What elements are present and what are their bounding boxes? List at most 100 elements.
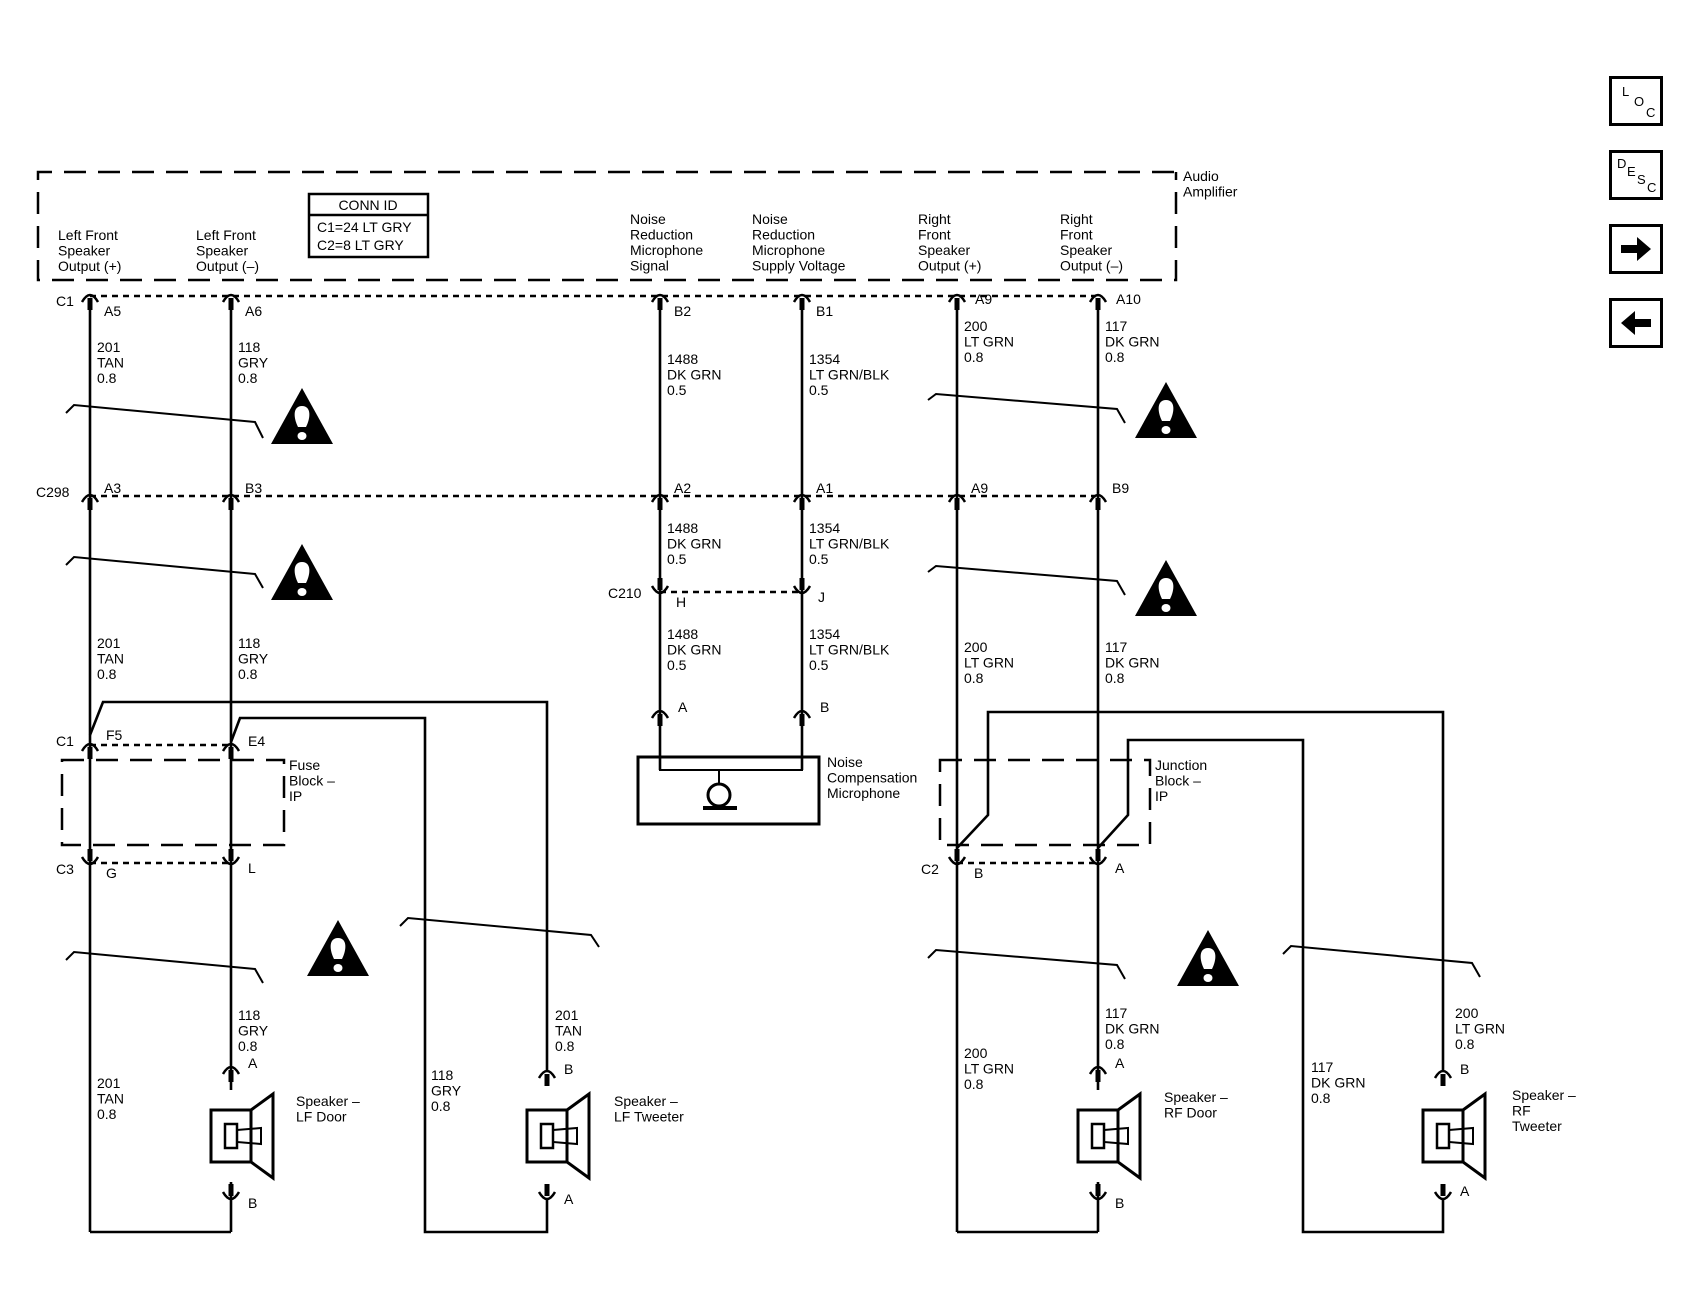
connector-pin bbox=[1095, 498, 1101, 510]
pin-label: L bbox=[248, 860, 256, 876]
pin-label: B bbox=[1115, 1195, 1124, 1211]
connector-pin bbox=[799, 578, 805, 590]
fuse-block-outline bbox=[60, 758, 286, 847]
wire-lf-tweeter-tan bbox=[231, 700, 549, 1070]
desc-button[interactable]: D E S C bbox=[1609, 150, 1663, 200]
pin-label: B bbox=[974, 865, 983, 881]
connector-c2: C2 bbox=[921, 861, 939, 877]
pin-label: A1 bbox=[816, 480, 833, 496]
pin-label: A bbox=[564, 1191, 574, 1207]
pin-label: E4 bbox=[248, 733, 265, 749]
warning-icon bbox=[1177, 930, 1239, 986]
connector-pin bbox=[544, 1184, 550, 1196]
connector-pin bbox=[657, 714, 663, 726]
connector-pin bbox=[87, 298, 93, 310]
loc-button[interactable]: L O C bbox=[1609, 76, 1663, 126]
warning-icon bbox=[271, 544, 333, 600]
pin-label: F5 bbox=[106, 727, 123, 743]
speaker-lf-tweeter-icon bbox=[525, 1092, 591, 1180]
microphone-icon bbox=[706, 782, 732, 808]
loc-letter: L bbox=[1622, 84, 1630, 99]
connector-pin bbox=[1440, 1184, 1446, 1196]
pin-label: J bbox=[818, 589, 825, 605]
connector-pin bbox=[1440, 1074, 1446, 1086]
pin-label: A bbox=[1115, 1055, 1125, 1071]
arrow-left-icon bbox=[1621, 311, 1651, 335]
warning-icon bbox=[1135, 560, 1197, 616]
pin-label: B bbox=[820, 699, 829, 715]
pin-label: B9 bbox=[1112, 480, 1129, 496]
connector-pin bbox=[1095, 849, 1101, 861]
desc-letter: D bbox=[1617, 156, 1627, 171]
harness-break-marks bbox=[65, 392, 1481, 984]
next-page-button[interactable] bbox=[1609, 224, 1663, 274]
connector-pin bbox=[87, 747, 93, 759]
connector-pin bbox=[228, 498, 234, 510]
connector-pin bbox=[87, 498, 93, 510]
connector-c210: C210 bbox=[608, 585, 642, 601]
prev-page-button[interactable] bbox=[1609, 298, 1663, 348]
connector-pin bbox=[799, 498, 805, 510]
pin-label: H bbox=[676, 594, 686, 610]
connector-pin bbox=[228, 298, 234, 310]
pin-label: A9 bbox=[971, 480, 988, 496]
pin-label: G bbox=[106, 865, 117, 881]
desc-letter: E bbox=[1627, 164, 1636, 179]
desc-letter: C bbox=[1647, 180, 1657, 195]
speaker-rf-tweeter-icon bbox=[1421, 1092, 1487, 1180]
speaker-rf-door-label: Speaker –RF Door bbox=[1164, 1089, 1228, 1121]
pin-label: A2 bbox=[674, 480, 691, 496]
speaker-lf-tweeter-label: Speaker –LF Tweeter bbox=[614, 1093, 684, 1125]
warning-icon bbox=[271, 388, 333, 444]
speaker-lf-door-label: Speaker –LF Door bbox=[296, 1093, 360, 1125]
connector-pin bbox=[228, 747, 234, 759]
conn-id-line-1: C1=24 LT GRY bbox=[317, 219, 412, 235]
pin-label: B bbox=[248, 1195, 257, 1211]
pin-label: A bbox=[1115, 860, 1125, 876]
connector-pin bbox=[954, 298, 960, 310]
pin-label: B2 bbox=[674, 303, 691, 319]
connector-pin bbox=[799, 298, 805, 310]
junction-block-outline bbox=[938, 758, 1152, 847]
pin-label: B bbox=[564, 1061, 573, 1077]
pin-label: A5 bbox=[104, 303, 121, 319]
loc-letter: O bbox=[1634, 94, 1645, 109]
connector-pin bbox=[1095, 1184, 1101, 1196]
wire-lf-tweeter-tan-splice bbox=[88, 700, 231, 736]
connector-pin bbox=[657, 578, 663, 590]
connector-pin bbox=[657, 298, 663, 310]
pin-label: A9 bbox=[975, 291, 992, 307]
mic-module bbox=[636, 755, 821, 826]
arrow-right-icon bbox=[1621, 237, 1651, 261]
connector-pin bbox=[544, 1074, 550, 1086]
connector-c1-fuse: C1 bbox=[56, 733, 74, 749]
connector-pin bbox=[228, 849, 234, 861]
connector-c3: C3 bbox=[56, 861, 74, 877]
connector-pin bbox=[228, 1070, 234, 1082]
loc-letter: C bbox=[1646, 105, 1656, 120]
pin-label: A3 bbox=[104, 480, 121, 496]
